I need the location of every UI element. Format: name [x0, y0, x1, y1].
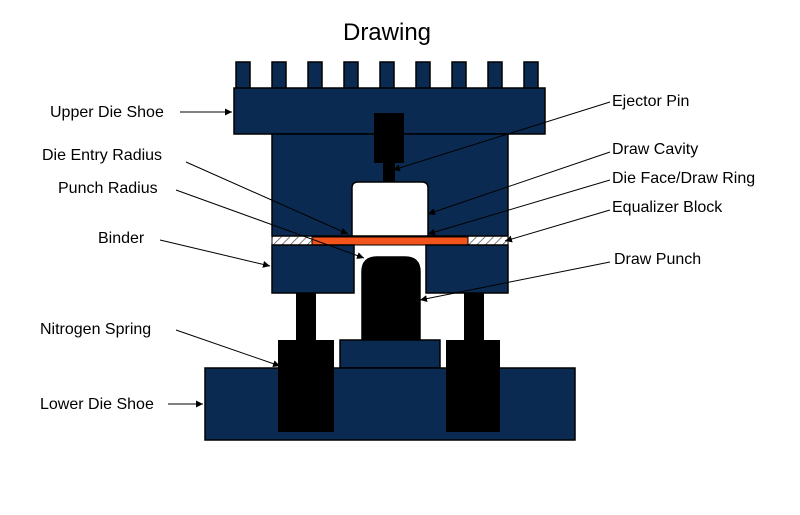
- leader-lines: [159, 101, 611, 408]
- ejector-pin: [374, 113, 404, 163]
- label-nitrogen-spring: Nitrogen Spring: [40, 321, 151, 338]
- equalizer-block-right: [467, 235, 509, 246]
- leader-die-face: [427, 179, 611, 236]
- binder-right: [425, 244, 509, 294]
- spring-rod-left: [296, 293, 316, 341]
- label-equalizer-block: Equalizer Block: [612, 199, 723, 216]
- leader-binder: [159, 239, 271, 268]
- punch-base: [339, 339, 441, 369]
- lower-die-shoe: [204, 367, 576, 441]
- leader-ejector-pin: [392, 101, 611, 172]
- ejector-pin-stem: [383, 160, 395, 184]
- nitrogen-spring-left: [278, 340, 334, 432]
- binder-left: [271, 244, 355, 294]
- label-punch-radius: Punch Radius: [58, 180, 158, 197]
- sheet-blank: [311, 236, 469, 246]
- spring-rod-right: [464, 293, 484, 341]
- label-die-entry-radius: Die Entry Radius: [42, 147, 162, 164]
- diagram-title: Drawing: [343, 19, 431, 46]
- label-ejector-pin: Ejector Pin: [612, 93, 689, 110]
- leader-die-entry-radius: [185, 161, 349, 235]
- leader-draw-cavity: [427, 151, 611, 216]
- leader-draw-punch: [419, 261, 611, 303]
- label-die-face: Die Face/Draw Ring: [612, 170, 755, 187]
- draw-punch: [361, 256, 421, 344]
- nitrogen-spring-right: [446, 340, 500, 432]
- leader-equalizer-block: [504, 209, 611, 243]
- label-draw-punch: Draw Punch: [614, 251, 701, 268]
- label-draw-cavity: Draw Cavity: [612, 141, 698, 158]
- leader-nitrogen-spring: [175, 329, 281, 368]
- draw-cavity: [351, 181, 429, 237]
- label-lower-die-shoe: Lower Die Shoe: [40, 396, 154, 413]
- label-upper-die-shoe: Upper Die Shoe: [50, 104, 164, 121]
- label-binder: Binder: [98, 230, 145, 247]
- leader-punch-radius: [175, 189, 365, 259]
